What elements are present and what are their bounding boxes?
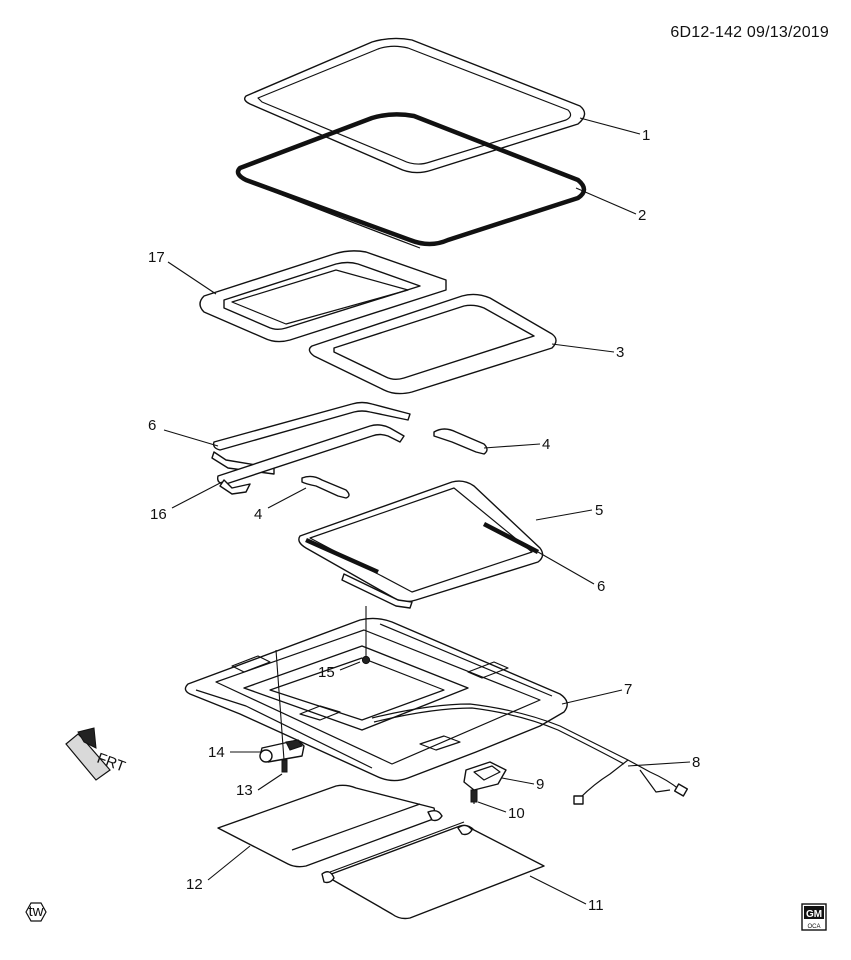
part-9-motor [463,761,507,791]
front-direction-indicator: FRT [65,727,128,781]
callout-7: 7 [624,681,632,698]
tw-badge-label: tw [29,903,44,920]
callout-11: 11 [588,897,604,914]
callout-9: 9 [536,776,544,793]
part-10-screw [470,789,478,804]
callout-1: 1 [642,127,650,144]
part-13-screw [275,649,288,773]
part-4-deflector-left [301,475,350,499]
callout-2: 2 [638,207,646,224]
gm-logo: GM OCA [801,903,827,931]
callout-12: 12 [186,876,203,893]
part-15-fastener [361,606,371,665]
part-6-guide-strip-left [211,401,411,475]
callout-3: 3 [616,344,624,361]
callout-6-left: 6 [148,417,156,434]
callout-15: 15 [318,664,335,681]
part-2-glass-panel [235,112,587,249]
part-11-sunshade-rear [321,821,545,920]
gm-logo-text: GM [806,909,822,920]
tw-badge: tw [25,902,47,922]
callout-4-right: 4 [542,436,550,453]
diagram-id: 6D12-142 09/13/2019 [670,24,829,42]
callout-16: 16 [150,506,167,523]
part-6-guide-strip-right [305,522,540,575]
part-3-rear-frame [308,293,557,395]
part-17-front-frame [199,250,447,343]
callout-14: 14 [208,744,225,761]
diagram-number: 6D12-142 [670,24,743,41]
diagram-date: 09/13/2019 [746,24,829,41]
part-4-deflector-right [433,428,488,455]
part-1-seal-outer [243,37,586,174]
callout-17: 17 [148,249,165,266]
leader-lines [163,117,691,905]
gm-logo-subtext: OCA [807,924,820,930]
part-12-sunshade-front [217,784,443,868]
callout-numbers: 1 2 3 4 4 5 6 6 7 8 9 10 11 12 13 14 15 … [148,127,700,914]
part-14-drive-unit [259,739,305,763]
callout-6-right: 6 [597,578,605,595]
part-5-glass-seal [298,480,544,609]
callout-13: 13 [236,782,253,799]
part-7-sunroof-frame [184,617,568,782]
callout-5: 5 [595,502,603,519]
callout-8: 8 [692,754,700,771]
callout-4-left: 4 [254,506,262,523]
callout-10: 10 [508,805,525,822]
part-8-wiring-harness [371,703,689,805]
